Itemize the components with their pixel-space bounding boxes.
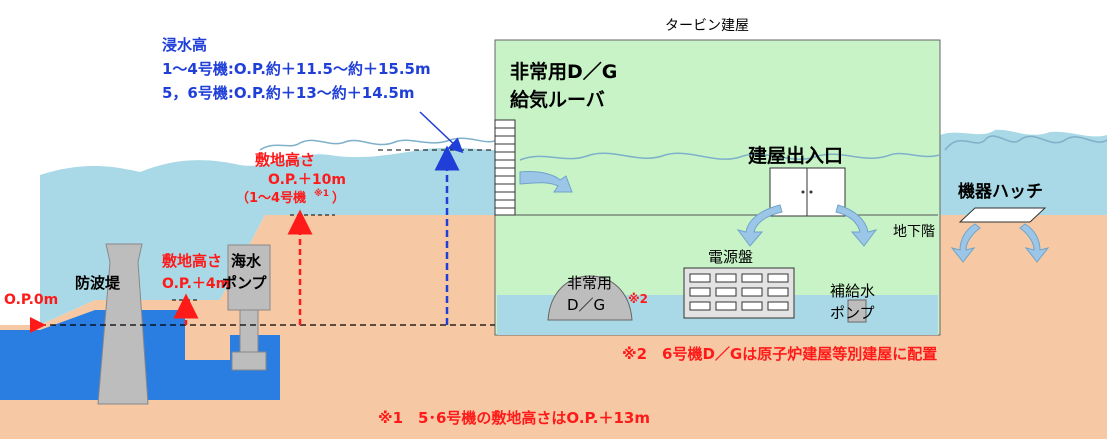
equipment-hatch-label: 機器ハッチ [958, 181, 1043, 202]
emergency-dg-unit [547, 275, 633, 321]
emergency-dg-label-1: 非常用 [567, 274, 612, 292]
equipment-hatch [958, 207, 1047, 223]
makeup-pump-label-2: ポンプ [830, 304, 875, 322]
flood-height-units5to6: 5，6号機:O.P.約＋13～約＋14.5m [162, 84, 414, 102]
tsunami-water-right [940, 129, 1107, 215]
power-panel-label: 電源盤 [708, 248, 753, 266]
breakwater [97, 243, 149, 405]
note-mark-1: ※1 [314, 188, 329, 199]
seawater-pump-label-1: 海水 [231, 252, 262, 270]
building-flood-wave [519, 152, 941, 161]
op0-marker [30, 317, 46, 333]
dg-louver-label-2: 給気ルーバ [510, 88, 605, 111]
footnote-2: ※2 6号機D／Gは原子炉建屋等別建屋に配置 [622, 345, 937, 363]
site-height-10-title: 敷地高さ [255, 151, 315, 169]
turbine-building-label: タービン建屋 [665, 18, 749, 34]
inflow-arrows [519, 171, 1050, 263]
makeup-pump-label-1: 補給水 [830, 282, 875, 300]
power-panel [683, 267, 795, 319]
building-entrance-label: 建屋出入口 [748, 144, 843, 167]
site-height-4-title: 敷地高さ [162, 252, 222, 270]
site-height-10-value: O.P.＋10m [268, 172, 346, 188]
footnote-1: ※1 5･6号機の敷地高さはO.P.＋13m [378, 409, 650, 427]
note-mark-1-close: ） [332, 190, 345, 206]
flood-height-units1to4: 1～4号機:O.P.約＋11.5～約＋15.5m [162, 60, 431, 78]
tsunami-water [40, 147, 495, 325]
site-height-10-note: （1～4号機 [236, 190, 306, 206]
breakwater-label: 防波堤 [75, 274, 121, 292]
intake-louver [494, 119, 516, 216]
note-mark-2: ※2 [628, 292, 648, 306]
makeup-water-pump [847, 299, 867, 323]
seawater-pump-label-2: ポンプ [222, 274, 268, 292]
op0-label: O.P.0m [4, 292, 58, 308]
flood-label-leader [419, 111, 464, 154]
wave-crest-right [944, 135, 1107, 151]
emergency-dg-label-2: D／G [567, 296, 605, 314]
basement-label: 地下階 [893, 224, 935, 240]
seawater-pump [227, 244, 271, 371]
site-height-4-value: O.P.＋4m [162, 276, 230, 292]
flood-height-title: 浸水高 [162, 36, 207, 54]
dg-louver-label-1: 非常用D／G [510, 60, 617, 83]
building-entrance-door [769, 167, 846, 217]
